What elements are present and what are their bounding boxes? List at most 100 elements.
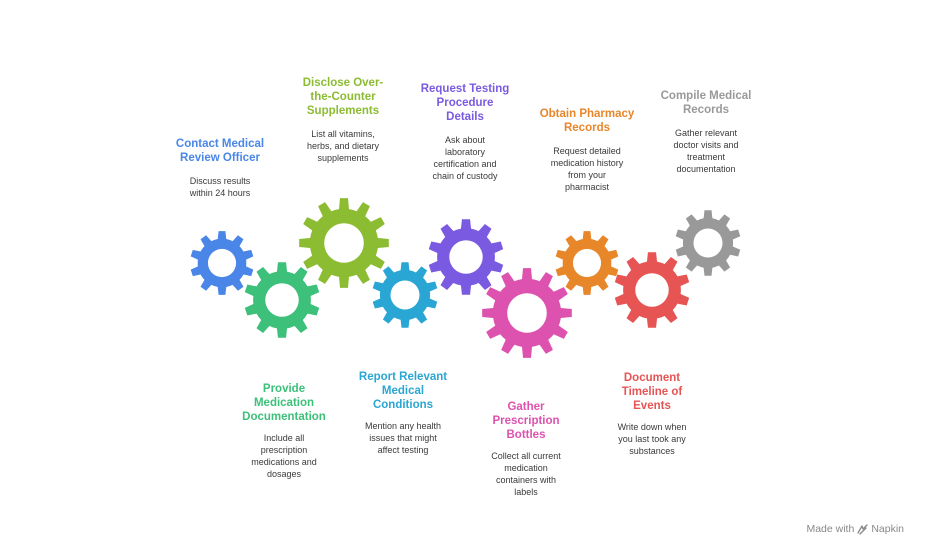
desc-line: certification and [433, 159, 497, 169]
step-request-testing-procedure-details: Request Testing Procedure Details Ask ab… [412, 82, 518, 182]
gear-hole [507, 293, 547, 333]
desc-line: Gather relevant [674, 128, 738, 138]
desc-line: dosages [266, 469, 302, 479]
desc-line: medications and [251, 457, 317, 467]
gear-hole [265, 283, 299, 317]
step-description: Ask about laboratory certification and c… [412, 134, 518, 182]
step-title: Obtain Pharmacy Records [535, 107, 639, 135]
desc-line: within 24 hours [189, 188, 251, 198]
gear-icon [614, 252, 690, 328]
title-line: Events [633, 400, 671, 412]
title-line: Medical [381, 385, 425, 397]
gear-icon [675, 210, 741, 276]
attribution-prefix: Made with [806, 523, 855, 535]
gear-icon [190, 231, 254, 295]
step-title: Gather Prescription Bottles [478, 400, 574, 442]
gear-icon [372, 262, 438, 328]
step-disclose-otc-supplements: Disclose Over- the-Counter Supplements L… [298, 76, 388, 164]
title-line: Supplements [306, 105, 380, 117]
desc-line: Write down when [617, 422, 687, 432]
step-gather-prescription-bottles: Gather Prescription Bottles Collect all … [478, 400, 574, 498]
step-description: Mention any health issues that might aff… [352, 420, 454, 456]
desc-line: substances [629, 446, 675, 456]
step-report-relevant-medical-conditions: Report Relevant Medical Conditions Menti… [352, 370, 454, 456]
desc-line: Ask about [444, 135, 486, 145]
title-line: Medication [253, 397, 315, 409]
gear-hole [324, 223, 364, 263]
title-line: Report Relevant [358, 371, 448, 383]
step-description: Include all prescription medications and… [234, 432, 334, 480]
desc-line: issues that might [369, 433, 437, 443]
desc-line: List all vitamins, [311, 129, 375, 139]
step-obtain-pharmacy-records: Obtain Pharmacy Records Request detailed… [535, 107, 639, 193]
step-description: Request detailed medication history from… [535, 145, 639, 193]
desc-line: Collect all current [491, 451, 561, 461]
attribution-brand: Napkin [871, 523, 904, 535]
title-line: Compile Medical [660, 90, 752, 102]
gear-hole [449, 240, 483, 274]
gear-icon [244, 262, 320, 338]
step-title: Report Relevant Medical Conditions [352, 370, 454, 412]
gear-hole [572, 248, 602, 278]
gear-hole [207, 248, 237, 278]
title-line: Conditions [372, 399, 434, 411]
title-line: Review Officer [180, 152, 260, 164]
desc-line: chain of custody [432, 171, 498, 181]
title-line: Contact Medical [175, 138, 265, 150]
gear-hole [635, 273, 669, 307]
desc-line: labels [514, 487, 538, 497]
desc-line: you last took any [618, 434, 686, 444]
napkin-logo-icon [857, 523, 868, 535]
step-description: Discuss results within 24 hours [170, 175, 270, 199]
desc-line: containers with [495, 475, 557, 485]
desc-line: documentation [676, 164, 736, 174]
desc-line: doctor visits and [673, 140, 739, 150]
title-line: Prescription [492, 415, 560, 427]
title-line: Documentation [242, 411, 326, 423]
desc-line: medication history [550, 158, 624, 168]
desc-line: Include all [263, 433, 305, 443]
title-line: Gather [507, 401, 545, 413]
title-line: Details [446, 111, 484, 123]
step-title: Document Timeline of Events [602, 371, 702, 413]
gear-icon [482, 268, 572, 358]
step-title: Disclose Over- the-Counter Supplements [298, 76, 388, 118]
step-provide-medication-documentation: Provide Medication Documentation Include… [234, 382, 334, 480]
step-document-timeline-of-events: Document Timeline of Events Write down w… [602, 371, 702, 457]
desc-line: laboratory [444, 147, 486, 157]
desc-line: supplements [317, 153, 369, 163]
title-line: Bottles [506, 429, 546, 441]
title-line: Records [563, 122, 611, 134]
step-description: List all vitamins, herbs, and dietary su… [298, 128, 388, 164]
desc-line: Request detailed [553, 146, 621, 156]
title-line: Procedure [436, 97, 494, 109]
step-description: Gather relevant doctor visits and treatm… [652, 127, 760, 175]
gear-icon [555, 231, 619, 295]
desc-line: Mention any health [364, 421, 442, 431]
title-line: Records [682, 104, 730, 116]
step-compile-medical-records: Compile Medical Records Gather relevant … [652, 89, 760, 175]
gear-icon [428, 219, 504, 295]
title-line: Obtain Pharmacy [539, 108, 635, 120]
desc-line: pharmacist [564, 182, 609, 192]
title-line: the-Counter [310, 91, 376, 103]
step-title: Request Testing Procedure Details [412, 82, 518, 124]
desc-line: from your [567, 170, 606, 180]
desc-line: prescription [260, 445, 308, 455]
title-line: Timeline of [621, 386, 683, 398]
desc-line: Discuss results [189, 176, 251, 186]
step-title: Provide Medication Documentation [234, 382, 334, 424]
title-line: Request Testing [420, 83, 510, 95]
napkin-attribution[interactable]: Made with Napkin [806, 523, 904, 535]
title-line: Document [623, 372, 681, 384]
desc-line: treatment [686, 152, 726, 162]
desc-line: medication [504, 463, 548, 473]
gear-icon [299, 198, 389, 288]
step-description: Write down when you last took any substa… [602, 421, 702, 457]
step-title: Contact Medical Review Officer [170, 137, 270, 165]
step-title: Compile Medical Records [652, 89, 760, 117]
gear-hole [390, 280, 420, 310]
gear-hole [693, 228, 723, 258]
title-line: Disclose Over- [302, 77, 384, 89]
title-line: Provide [262, 383, 306, 395]
